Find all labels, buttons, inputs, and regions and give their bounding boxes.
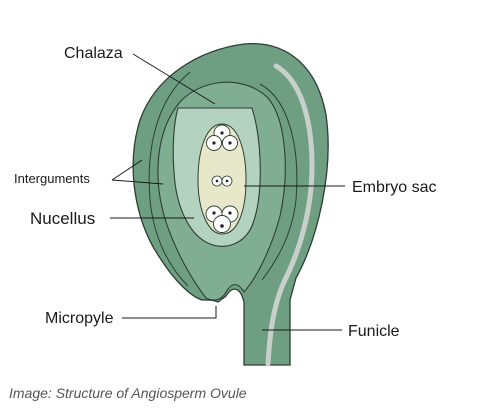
label-integuments: Interguments xyxy=(14,171,90,186)
micropyle-leader xyxy=(122,306,217,319)
outer-layer-line xyxy=(148,71,191,287)
ovule-body xyxy=(132,43,329,367)
leader-lines xyxy=(110,53,345,331)
label-funicle: Funicle xyxy=(348,323,400,340)
label-embryo-sac: Embryo sac xyxy=(352,179,436,196)
label-micropyle: Micropyle xyxy=(45,310,114,327)
chalaza-leader xyxy=(132,53,216,105)
image-caption: Image: Structure of Angiosperm Ovule xyxy=(9,385,247,401)
polar-nuclei xyxy=(211,175,233,187)
integument-layer-line xyxy=(259,83,298,281)
label-chalaza: Chalaza xyxy=(64,45,123,62)
integuments-leader-outer xyxy=(111,159,143,181)
label-nucellus: Nucellus xyxy=(30,209,95,228)
integuments-leader-inner xyxy=(111,179,164,185)
antipodal-cells xyxy=(206,124,238,151)
vascular-strand xyxy=(265,63,315,367)
egg-apparatus xyxy=(205,205,239,233)
